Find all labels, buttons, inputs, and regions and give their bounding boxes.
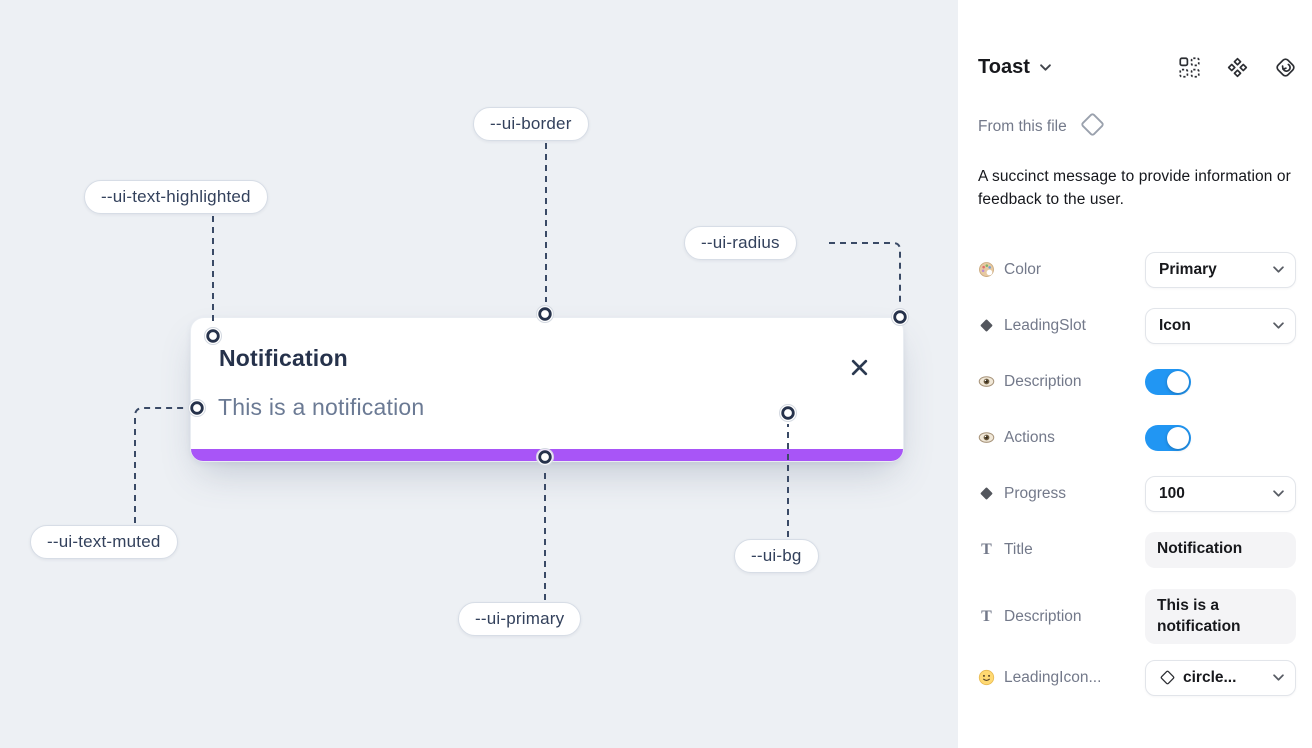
property-label: LeadingIcon...: [1004, 668, 1102, 686]
component-description: A succinct message to provide informatio…: [978, 168, 1291, 209]
actions-toggle[interactable]: [1145, 424, 1191, 451]
diamond-outline-icon: [1079, 111, 1106, 143]
source-label: From this file: [978, 118, 1067, 135]
source-row: From this file: [978, 111, 1296, 143]
property-label: Description: [1004, 607, 1082, 625]
diamond-icon: [978, 318, 995, 333]
property-row-color: Color Primary: [978, 251, 1296, 288]
dropdown-value: Icon: [1159, 316, 1191, 334]
variants-grid-icon[interactable]: [1179, 57, 1200, 78]
swap-instance-icon[interactable]: [1275, 57, 1296, 78]
property-row-leadingicon: LeadingIcon... circle...: [978, 659, 1296, 696]
x-icon: [851, 359, 867, 375]
property-row-leadingslot: LeadingSlot Icon: [978, 307, 1296, 344]
leadingslot-dropdown[interactable]: Icon: [1145, 307, 1296, 344]
palette-icon: [978, 261, 995, 278]
dropdown-value: Primary: [1159, 260, 1217, 278]
text-icon: T: [981, 607, 992, 625]
property-row-title: T Title Notification: [978, 531, 1296, 568]
line-radius: [829, 242, 901, 305]
diamond-outline-icon: [1159, 669, 1176, 686]
property-row-description-text: T Description This is a notification: [978, 588, 1296, 646]
toast-progress-bar: [191, 449, 903, 461]
chevron-down-icon: [1273, 674, 1284, 681]
properties-panel: Toast: [958, 0, 1312, 748]
color-dropdown[interactable]: Primary: [1145, 251, 1296, 288]
var-label-ui-text-highlighted: --ui-text-highlighted: [84, 180, 268, 214]
var-label-ui-primary: --ui-primary: [458, 602, 582, 636]
property-row-description-toggle: Description: [978, 364, 1296, 400]
component-diamonds-icon[interactable]: [1227, 57, 1248, 78]
property-label: Progress: [1004, 484, 1067, 502]
chevron-down-icon: [1273, 322, 1284, 329]
chevron-down-icon: [1040, 64, 1051, 71]
toast-description: This is a notification: [218, 394, 425, 420]
var-label-ui-radius: --ui-radius: [684, 226, 797, 260]
progress-dropdown[interactable]: 100: [1145, 475, 1296, 512]
eye-icon: [978, 373, 995, 390]
var-label-ui-text-muted: --ui-text-muted: [30, 525, 178, 559]
leadingicon-dropdown[interactable]: circle...: [1145, 659, 1296, 696]
description-field[interactable]: This is a notification: [1145, 588, 1296, 645]
property-row-progress: Progress 100: [978, 475, 1296, 512]
chevron-down-icon: [1273, 266, 1284, 273]
property-list: Color Primary LeadingSlot: [978, 251, 1296, 696]
component-selector[interactable]: Toast: [978, 56, 1051, 79]
property-label: Title: [1004, 540, 1033, 558]
var-label-ui-border: --ui-border: [473, 107, 589, 141]
property-label: Actions: [1004, 428, 1055, 446]
property-label: Description: [1004, 372, 1082, 390]
toast-component[interactable]: Notification This is a notification: [190, 317, 904, 462]
title-field[interactable]: Notification: [1145, 531, 1296, 568]
dropdown-value: circle...: [1183, 668, 1237, 686]
panel-title: Toast: [978, 56, 1030, 78]
smiley-icon: [978, 669, 995, 686]
chevron-down-icon: [1273, 490, 1284, 497]
description-toggle[interactable]: [1145, 368, 1191, 395]
design-canvas[interactable]: Notification This is a notification: [0, 0, 958, 748]
toggle-knob: [1167, 370, 1189, 393]
diamond-icon: [978, 486, 995, 501]
panel-header: Toast: [978, 56, 1296, 79]
text-icon: T: [981, 540, 992, 558]
dropdown-value: 100: [1159, 484, 1185, 502]
eye-icon: [978, 429, 995, 446]
property-label: Color: [1004, 260, 1042, 278]
property-label: LeadingSlot: [1004, 316, 1086, 334]
property-row-actions-toggle: Actions: [978, 420, 1296, 456]
var-label-ui-bg: --ui-bg: [734, 539, 819, 573]
line-text-muted: [134, 407, 185, 523]
toast-title: Notification: [219, 345, 348, 371]
toggle-knob: [1167, 426, 1189, 449]
toast-close-button[interactable]: [847, 355, 871, 379]
